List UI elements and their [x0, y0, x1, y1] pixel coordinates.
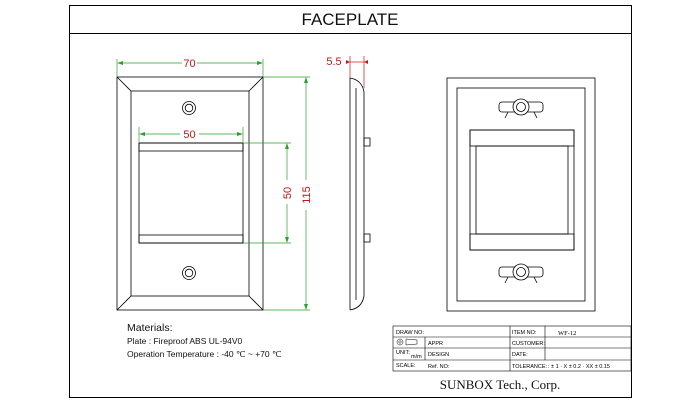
side-tab-top	[363, 137, 371, 147]
tb-ref-no-label: Ref. NO:	[428, 364, 450, 370]
tb-item-no-label: ITEM NO:	[512, 330, 537, 336]
sheet-border	[69, 5, 632, 398]
side-profile	[349, 77, 365, 311]
tb-draw-no-label: DRAW NO:	[396, 330, 424, 336]
tb-item-no-value: WF-12	[558, 330, 576, 337]
keystone-opening	[138, 142, 244, 244]
screw-hole-bottom	[182, 266, 196, 280]
tb-unit-value: m/m	[411, 354, 422, 360]
rear-outline	[446, 77, 596, 312]
dim-plate-height: 115	[301, 186, 313, 204]
materials-temperature: Operation Temperature : -40 ℃ ~ +70 ℃	[127, 349, 282, 359]
dim-plate-width: 70	[183, 58, 195, 70]
front-view	[116, 76, 264, 311]
rear-screw-boss-bottom	[498, 263, 544, 284]
side-view	[349, 77, 371, 311]
plate-bevel	[130, 90, 250, 297]
side-dimensions	[346, 56, 368, 88]
dim-opening-width: 50	[183, 129, 195, 141]
tb-tolerance-label: TOLERANCE:	[512, 364, 548, 370]
side-tab-bottom	[363, 233, 371, 243]
front-dimensions	[116, 59, 310, 311]
rear-view	[446, 77, 596, 312]
drawing-title: FACEPLATE	[302, 10, 399, 29]
tb-appr-label: APPR	[428, 341, 443, 347]
tb-design-label: DESIGN	[428, 352, 449, 358]
plate-outline	[116, 76, 264, 311]
title-block	[392, 325, 632, 372]
tb-unit-label: UNIT:	[396, 350, 410, 356]
tb-customer-label: CUSTOMER:	[512, 341, 545, 347]
company-name: SUNBOX Tech., Corp.	[440, 377, 561, 392]
rear-opening	[469, 129, 575, 251]
tb-tolerance-value: : ± 1 · X ± 0.2 · XX ± 0.15	[548, 364, 610, 370]
dim-thickness: 5.5	[326, 56, 341, 68]
rear-screw-boss-top	[498, 98, 544, 119]
projection-symbol-icon	[396, 338, 418, 346]
screw-hole-top	[182, 101, 196, 115]
materials-heading: Materials:	[127, 322, 173, 334]
tb-date-label: DATE:	[512, 352, 528, 358]
materials-plate: Plate : Fireproof ABS UL-94V0	[127, 336, 243, 346]
tb-scale-label: SCALE:	[396, 363, 416, 369]
dim-opening-height: 50	[282, 187, 294, 199]
